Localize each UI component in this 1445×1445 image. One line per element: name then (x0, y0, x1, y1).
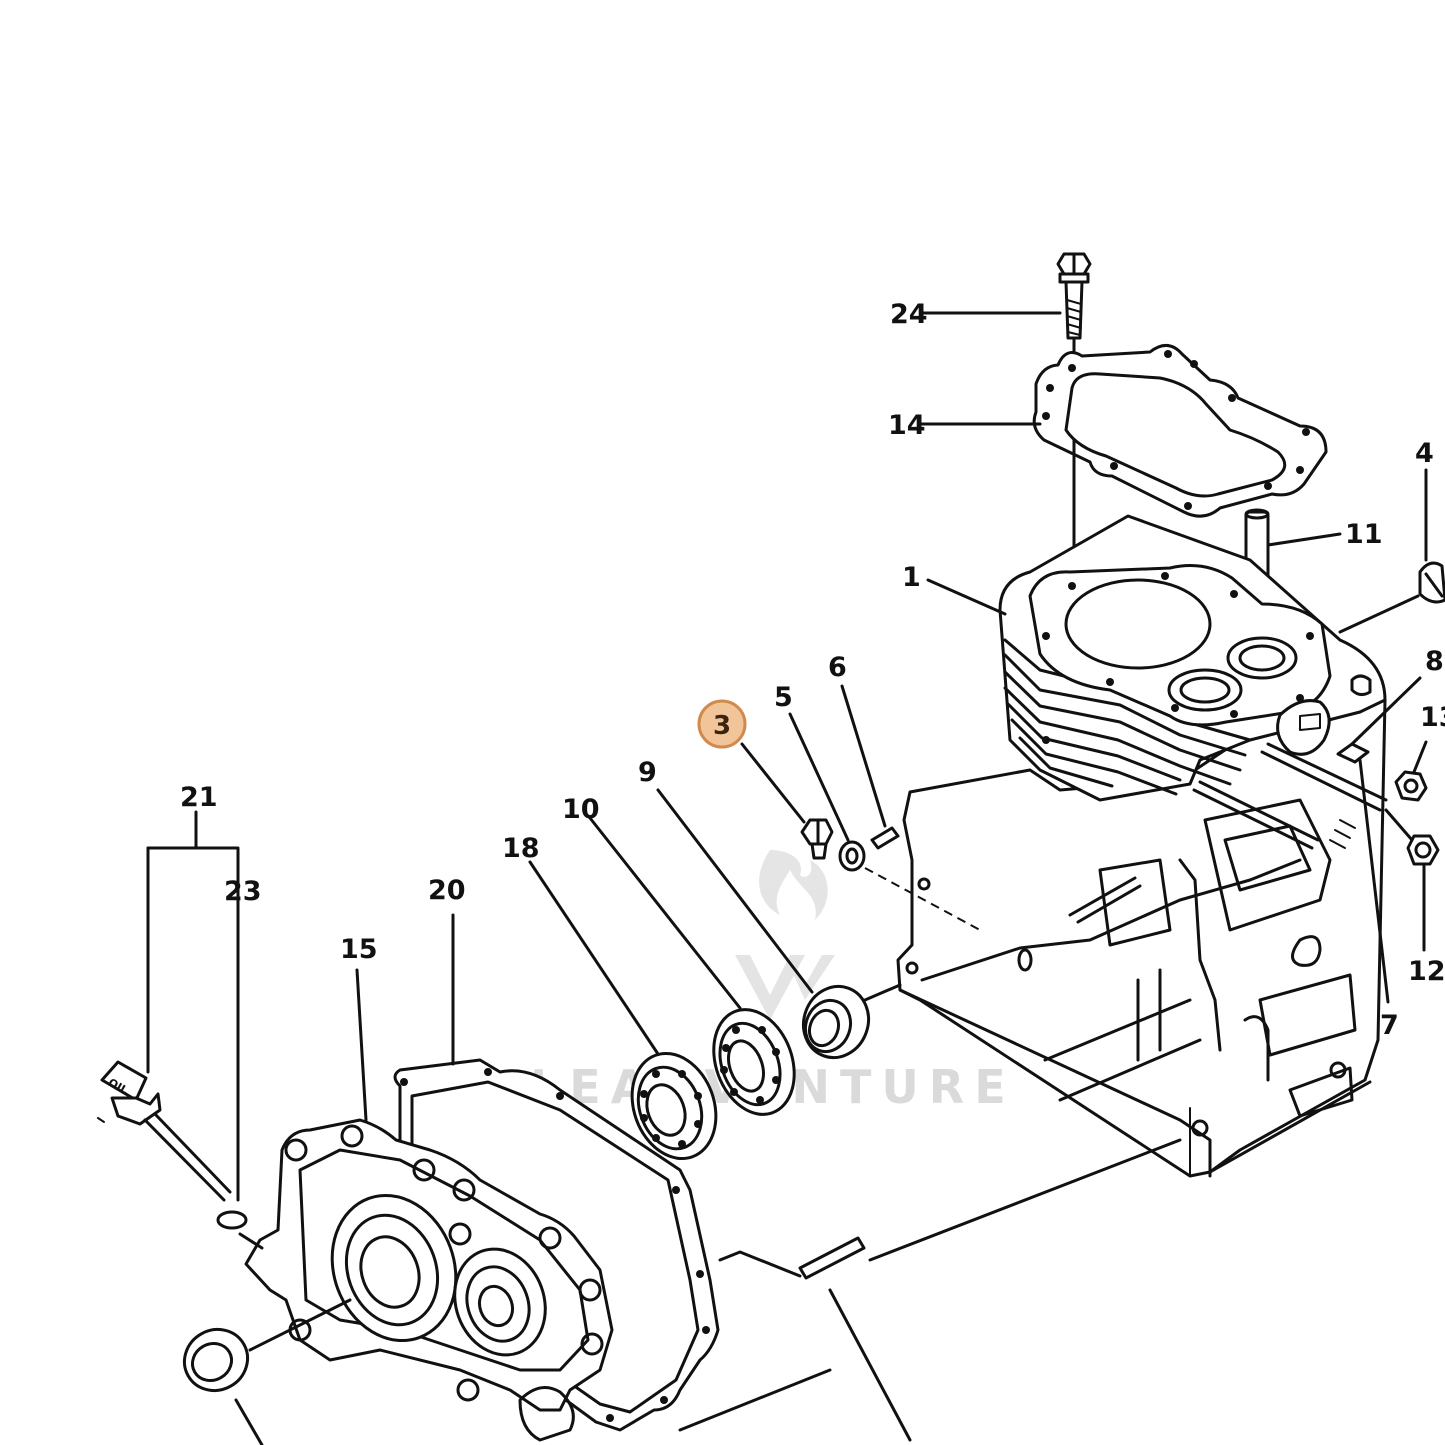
part-21-23-dipstick: OIL (97, 810, 264, 1250)
label-8: 8 (1425, 646, 1444, 677)
label-4: 4 (1415, 438, 1434, 469)
label-13: 13 (1420, 702, 1445, 733)
label-10: 10 (562, 794, 600, 825)
part-18-bearing (528, 860, 718, 1161)
label-9: 9 (638, 757, 657, 788)
part-14-head-gasket (920, 344, 1328, 582)
part-10-bearing (588, 816, 796, 1116)
callout-labels: 24 14 4 11 1 8 13 6 5 9 10 18 21 23 20 1… (180, 299, 1445, 1041)
label-11: 11 (1345, 519, 1383, 550)
label-21: 21 (180, 782, 218, 813)
part-3-drain-plug (740, 742, 834, 860)
part-5-washer (788, 712, 981, 931)
part-15-crankcase-cover (244, 968, 614, 1442)
part-oil-seal-lower (182, 1327, 264, 1445)
part-13-nut (1394, 740, 1428, 802)
part-dowel-pin-lower (678, 1138, 1182, 1442)
label-6: 6 (828, 652, 847, 683)
label-3[interactable]: 3 (713, 711, 731, 741)
label-5: 5 (774, 682, 793, 713)
part-12-nut (1384, 808, 1440, 952)
label-23: 23 (224, 876, 262, 907)
part-9-oil-seal (656, 788, 902, 1060)
label-12: 12 (1408, 956, 1445, 987)
label-7: 7 (1380, 1010, 1399, 1041)
part-8-stud (1336, 676, 1422, 764)
label-1: 1 (902, 562, 921, 593)
label-20: 20 (428, 875, 466, 906)
highlighted-callout-3[interactable]: 3 (697, 699, 747, 749)
label-24: 24 (890, 299, 928, 330)
label-15: 15 (340, 934, 378, 965)
part-24-bolt (920, 252, 1092, 370)
highlight-circle[interactable] (697, 699, 747, 749)
part-4-plug (1338, 468, 1445, 634)
part-7-leader (1358, 758, 1390, 1004)
part-1-cylinder-block (896, 514, 1388, 1178)
label-14: 14 (888, 410, 926, 441)
part-6-dowel-pin (840, 684, 900, 850)
label-18: 18 (502, 833, 540, 864)
